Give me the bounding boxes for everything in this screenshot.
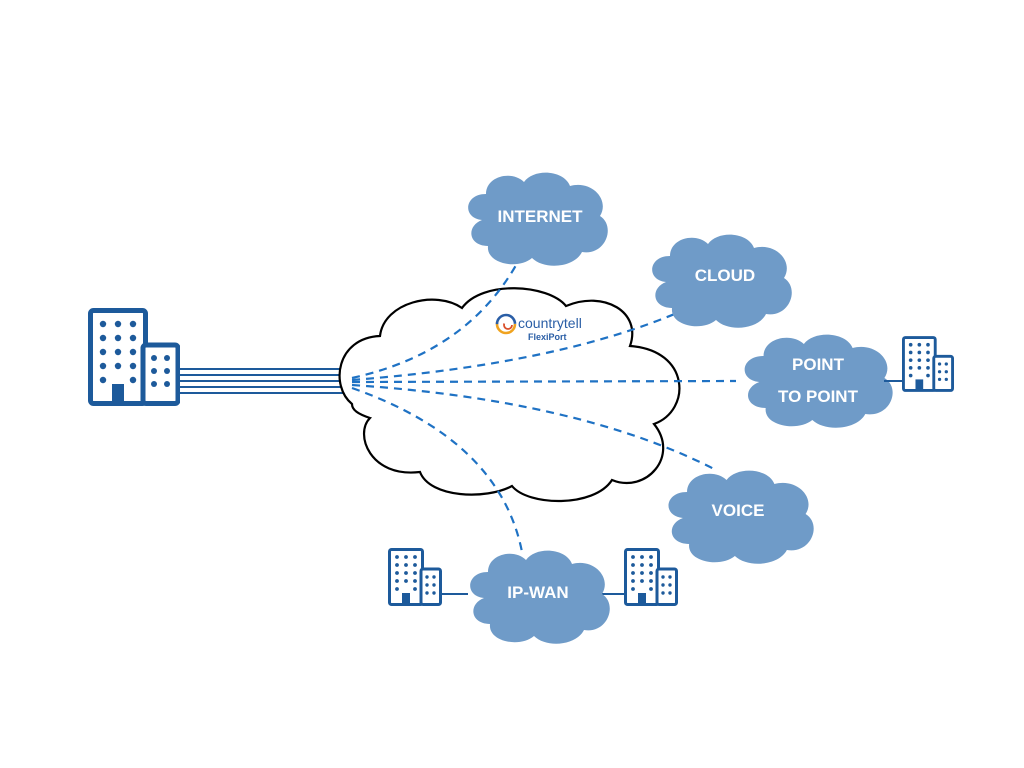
service-label-internet: INTERNET xyxy=(498,207,584,226)
logo-name: countrytell xyxy=(518,315,582,331)
logo-swirl-icon xyxy=(495,313,517,335)
service-label-ip-wan: IP-WAN xyxy=(507,583,568,602)
service-label-cloud: CLOUD xyxy=(695,266,755,285)
hq-trunk-lines xyxy=(178,368,346,394)
core-cloud xyxy=(338,287,681,503)
service-label-voice: VOICE xyxy=(712,501,765,520)
ipwan-left-site-building-icon xyxy=(388,548,442,606)
countrytell-logo: countrytell FlexiPort xyxy=(495,313,582,342)
link-voice xyxy=(351,383,717,471)
link-internet xyxy=(351,257,521,380)
hq-building-icon xyxy=(91,311,179,404)
service-label-point-line1: POINT xyxy=(792,355,845,374)
service-cloud-point-to-point xyxy=(744,334,893,428)
service-label-point-line2: TO POINT xyxy=(778,387,859,406)
service-links xyxy=(351,257,737,553)
p2p-site-building-icon xyxy=(902,336,954,392)
logo-sub: FlexiPort xyxy=(528,332,567,342)
ipwan-right-site-building-icon xyxy=(624,548,678,606)
link-cloud xyxy=(351,308,685,382)
